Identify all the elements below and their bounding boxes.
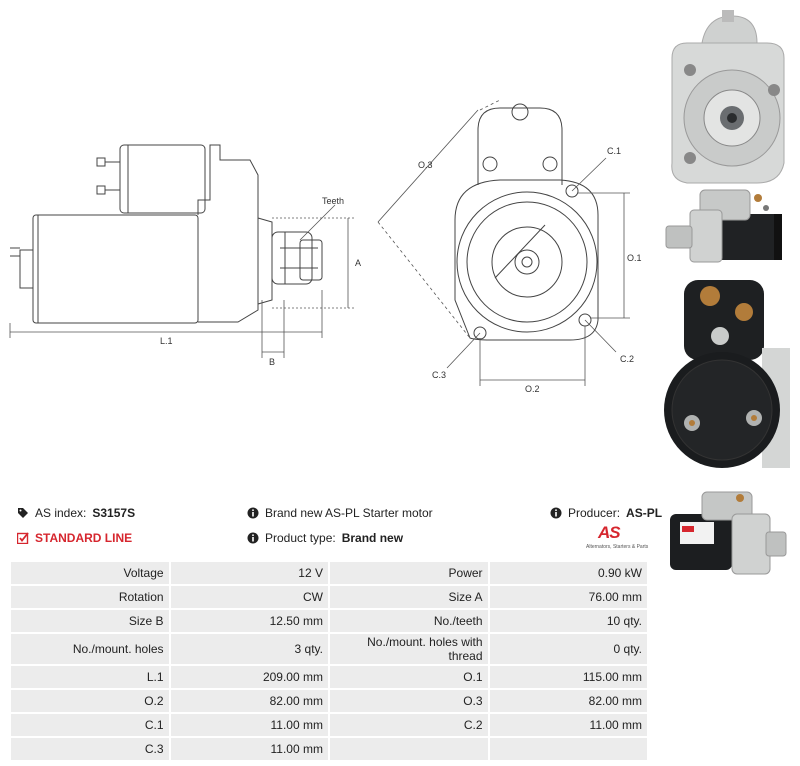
product-photo-rear <box>664 280 790 468</box>
spec-key: Voltage <box>11 562 169 584</box>
product-photo-side <box>665 189 782 263</box>
side-view-drawing <box>10 144 323 324</box>
spec-key: Power <box>329 562 488 584</box>
o3-label: O.3 <box>418 160 433 170</box>
product-photo-boxed-side <box>670 491 787 575</box>
info-icon <box>247 532 259 544</box>
front-view-drawing <box>454 103 599 341</box>
spec-value: 12 V <box>170 562 328 584</box>
spec-value <box>489 738 647 760</box>
producer-label: Producer: <box>568 506 621 520</box>
spec-key: Size A <box>329 586 488 608</box>
spec-value: 0 qty. <box>489 634 647 664</box>
spec-value: CW <box>170 586 328 608</box>
tags-icon <box>17 507 29 519</box>
c1-label: C.1 <box>607 146 621 156</box>
technical-drawings: Teeth A B L.1 O.3 C.1 O.1 C.2 C.3 O.2 <box>9 99 642 394</box>
product-type: Product type: Brand new <box>247 531 403 545</box>
spec-value: 115.00 mm <box>489 666 647 688</box>
spec-value: 11.00 mm <box>170 714 328 736</box>
as-index: AS index: S3157S <box>17 506 135 520</box>
spec-value: 82.00 mm <box>489 690 647 712</box>
spec-value: 12.50 mm <box>170 610 328 632</box>
standard-line-label: STANDARD LINE <box>35 531 133 545</box>
producer: Producer: AS-PL <box>550 506 662 520</box>
spec-key: L.1 <box>11 666 169 688</box>
spec-value: 0.90 kW <box>489 562 647 584</box>
size-b-label: B <box>269 357 275 367</box>
size-a-label: A <box>355 258 361 268</box>
length-l1-label: L.1 <box>160 336 173 346</box>
spec-key <box>329 738 488 760</box>
dimension-lines <box>9 99 630 386</box>
product-type-value: Brand new <box>341 531 404 545</box>
spec-key: O.3 <box>329 690 488 712</box>
checkbox-icon <box>17 532 29 544</box>
description-text: Brand new AS-PL Starter motor <box>265 506 433 520</box>
spec-key: No./mount. holes <box>11 634 169 664</box>
product-type-label: Product type: <box>265 531 336 545</box>
as-pl-logo: AS Alternators, Starters & Parts <box>586 523 650 553</box>
as-index-label: AS index: <box>35 506 87 520</box>
spec-key: No./teeth <box>329 610 488 632</box>
spec-value: 10 qty. <box>489 610 647 632</box>
spec-key: O.2 <box>11 690 169 712</box>
spec-value: 82.00 mm <box>170 690 328 712</box>
spec-value: 3 qty. <box>170 634 328 664</box>
spec-value: 11.00 mm <box>489 714 647 736</box>
as-index-value: S3157S <box>92 506 136 520</box>
spec-key: Rotation <box>11 586 169 608</box>
info-icon <box>550 507 562 519</box>
o1-label: O.1 <box>627 253 642 263</box>
o2-label: O.2 <box>525 384 540 394</box>
producer-value: AS-PL <box>626 506 663 520</box>
c3-label: C.3 <box>432 370 446 380</box>
logo-mark: AS <box>598 523 621 542</box>
product-photo-front <box>671 10 785 184</box>
spec-key: C.3 <box>11 738 169 760</box>
spec-key: No./mount. holes with thread <box>329 634 488 664</box>
c2-label: C.2 <box>620 354 634 364</box>
line-badge: STANDARD LINE <box>17 531 132 545</box>
teeth-label: Teeth <box>322 196 344 206</box>
spec-value: 209.00 mm <box>170 666 328 688</box>
logo-tagline: Alternators, Starters & Parts <box>586 544 649 550</box>
product-description: Brand new AS-PL Starter motor <box>247 506 433 520</box>
spec-key: C.1 <box>11 714 169 736</box>
spec-key: O.1 <box>329 666 488 688</box>
spec-value: 76.00 mm <box>489 586 647 608</box>
spec-value: 11.00 mm <box>170 738 328 760</box>
spec-key: Size B <box>11 610 169 632</box>
info-icon <box>247 507 259 519</box>
spec-key: C.2 <box>329 714 488 736</box>
